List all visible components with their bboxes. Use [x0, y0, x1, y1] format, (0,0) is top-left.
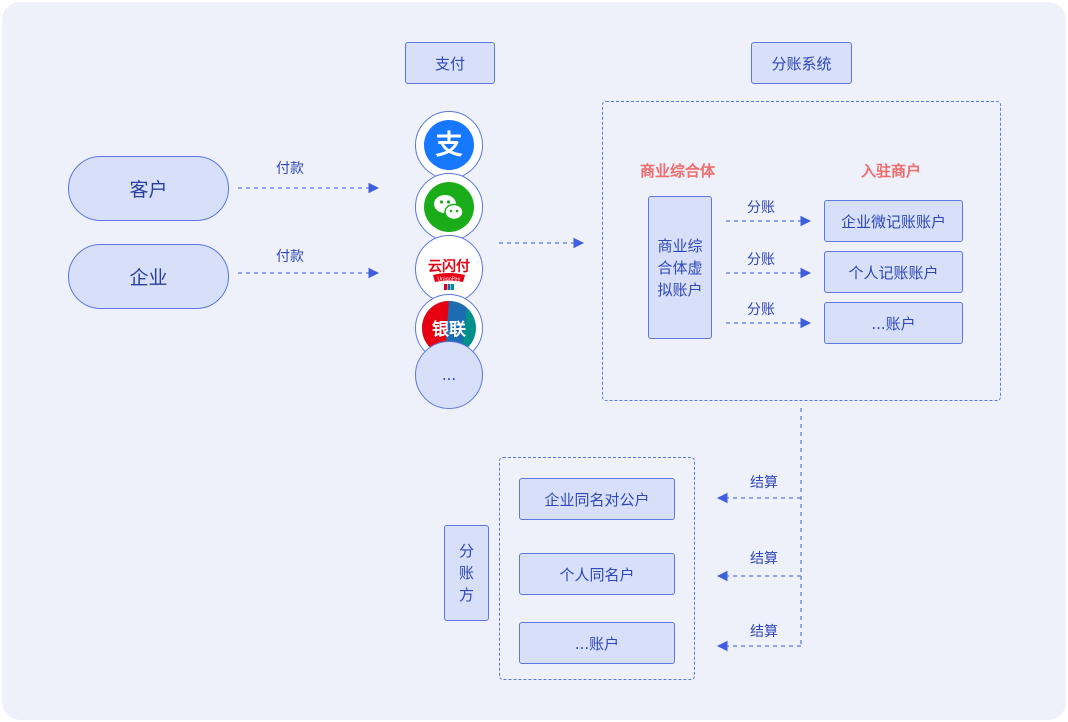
split-system-header: 分账系统	[751, 42, 852, 84]
merchant-account-personal: 个人记账账户	[824, 251, 963, 293]
virtual-account-box: 商业综合体虚拟账户	[648, 196, 712, 339]
receiver-account-personal: 个人同名户	[519, 553, 675, 595]
receiver-accounts-region	[499, 457, 695, 680]
merchant-account-other: ...账户	[824, 302, 963, 344]
settled-merchants-heading: 入驻商户	[861, 162, 922, 180]
split-system-region	[602, 101, 1001, 401]
alipay-icon: 支	[415, 111, 483, 179]
split-label-2: 分账	[747, 252, 775, 268]
payment-header: 支付	[405, 42, 495, 84]
more-payment-methods: ...	[415, 341, 483, 409]
split-party-label: 分账方	[459, 542, 475, 604]
virtual-account-label: 商业综合体虚拟账户	[657, 236, 703, 299]
merchant-account-enterprise: 企业微记账账户	[824, 200, 963, 242]
receiver-account-other: ...账户	[519, 622, 675, 664]
settle-label-1: 结算	[750, 475, 778, 491]
pay-label-customer: 付款	[276, 161, 304, 177]
svg-text:支: 支	[436, 130, 463, 161]
pay-label-enterprise: 付款	[276, 249, 304, 265]
settle-label-2: 结算	[750, 551, 778, 567]
split-party-box: 分账方	[444, 525, 489, 621]
svg-text:UnionPay: UnionPay	[437, 277, 460, 283]
customer-node: 客户	[68, 156, 229, 221]
svg-text:云闪付: 云闪付	[428, 258, 470, 275]
enterprise-node: 企业	[68, 244, 229, 309]
wechat-pay-icon	[415, 173, 483, 241]
merchant-complex-heading: 商业综合体	[640, 162, 716, 180]
receiver-account-enterprise: 企业同名对公户	[519, 478, 675, 520]
svg-text:银联: 银联	[432, 319, 466, 340]
cloud-quickpass-icon: 云闪付 UnionPay	[415, 235, 483, 303]
split-label-3: 分账	[747, 302, 775, 318]
split-label-1: 分账	[747, 200, 775, 216]
settle-label-3: 结算	[750, 624, 778, 640]
